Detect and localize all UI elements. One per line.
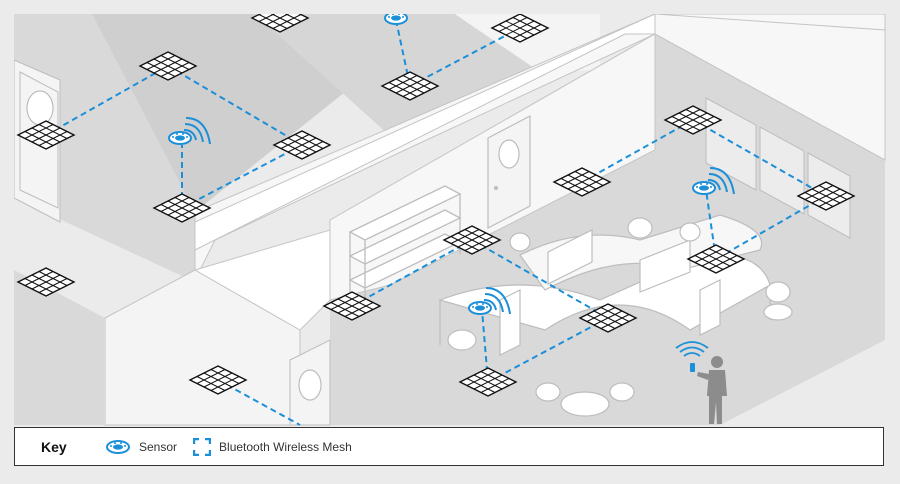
shelving-unit bbox=[348, 185, 462, 300]
key-item-mesh: Bluetooth Wireless Mesh bbox=[193, 437, 352, 456]
workstation-desks bbox=[438, 214, 771, 356]
sensor-icon bbox=[106, 439, 130, 454]
lower-left-room bbox=[14, 229, 331, 426]
key-item-sensor: Sensor bbox=[105, 438, 177, 456]
key-title: Key bbox=[41, 438, 67, 455]
phone-signal-icon bbox=[675, 341, 709, 357]
key-label-sensor: Sensor bbox=[139, 439, 178, 454]
chairs bbox=[447, 217, 793, 417]
legend-key: Key Sensor Bluetooth Wireless Mesh bbox=[14, 427, 884, 466]
key-label-mesh: Bluetooth Wireless Mesh bbox=[219, 439, 352, 454]
mesh-bracket-icon bbox=[193, 437, 212, 456]
person-silhouette bbox=[690, 356, 727, 424]
